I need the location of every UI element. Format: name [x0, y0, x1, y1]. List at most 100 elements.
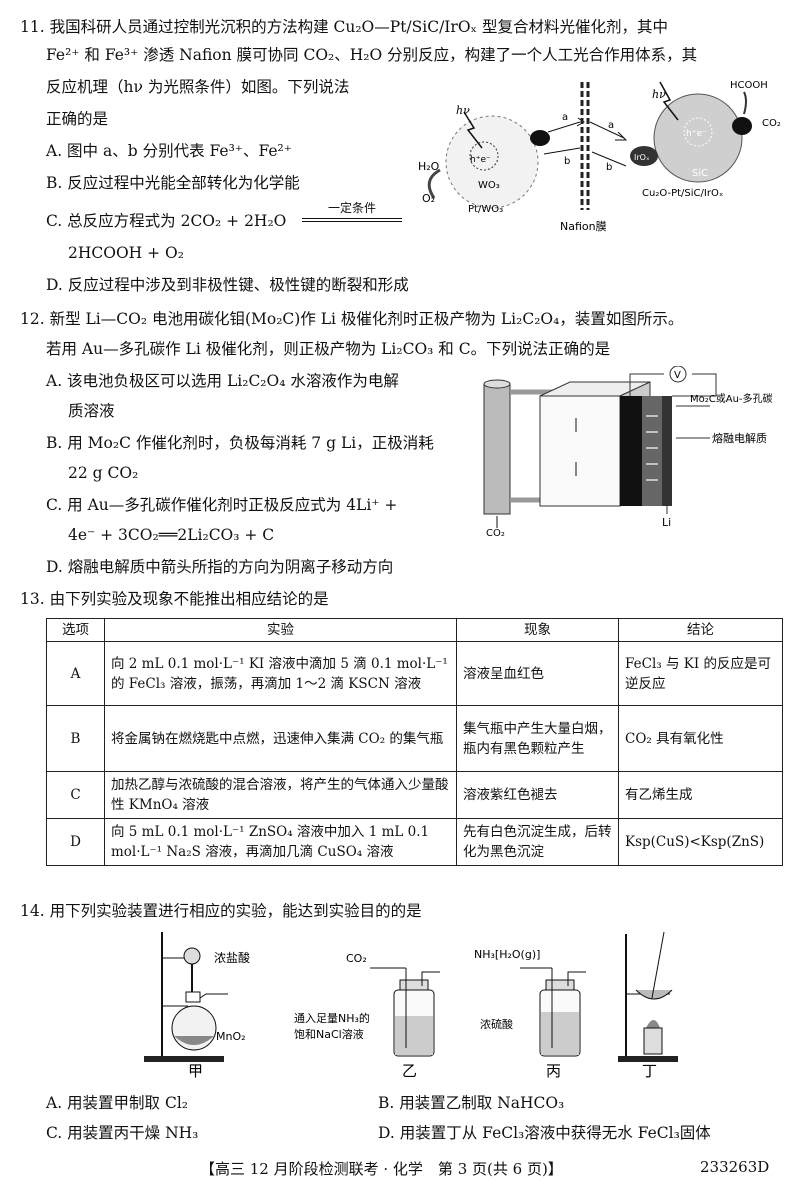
iro-particle [630, 146, 658, 166]
ion-arrows [646, 415, 658, 481]
fig12-v: V [674, 370, 681, 381]
li-layer [662, 396, 672, 506]
table-row: D 向 5 mL 0.1 mol·L⁻¹ ZnSO₄ 溶液中加入 1 mL 0.… [46, 818, 783, 866]
row-c-option: C [46, 771, 105, 819]
fig11-b-right: b [606, 162, 612, 173]
fig11-sic: SiC [692, 168, 708, 179]
apparatus-ding [618, 931, 678, 1062]
fig14-yi: 乙 [402, 1062, 417, 1078]
sic-particle [653, 93, 743, 183]
fig14-bing: 丙 [546, 1062, 561, 1078]
row-d-conclusion: Ksp(CuS)<Ksp(ZnS) [618, 818, 783, 866]
fig11-iro: IrOₓ [634, 153, 650, 162]
fig11-nafion: Nafion膜 [560, 220, 607, 233]
q14-option-a: A. 用装置甲制取 Cl₂ [46, 1094, 189, 1112]
page-footer: 【高三 12 月阶段检测联考 · 化学 第 3 页(共 6 页)】 [200, 1160, 563, 1178]
q13-stem: 13. 由下列实验及现象不能推出相应结论的是 [20, 590, 329, 608]
fig11-catalyst: Cu₂O-Pt/SiC/IrOₓ [642, 188, 723, 199]
fig11-a-left: a [562, 112, 568, 123]
q12-option-d: D. 熔融电解质中箭头所指的方向为阴离子移动方向 [46, 558, 394, 576]
row-b-option: B [46, 705, 105, 772]
wo3-charge-center [469, 141, 499, 171]
fig11-he-right: h⁺e⁻ [686, 129, 707, 139]
row-a-phenomenon: 溶液呈血红色 [456, 641, 619, 706]
q12-stem-line1: 12. 新型 Li—CO₂ 电池用碳化钼(Mo₂C)作 Li 极催化剂时正极产物… [20, 310, 684, 328]
q11-option-c-line2: 2HCOOH + O₂ [68, 244, 184, 262]
row-c-conclusion: 有乙烯生成 [618, 771, 783, 819]
apparatus-yi [370, 967, 440, 1057]
fig14-jia: 甲 [188, 1062, 203, 1078]
row-a-option: A [46, 641, 105, 706]
row-d-option: D [46, 818, 105, 866]
cu2o-particle [732, 117, 752, 135]
h2o-arrow [427, 168, 441, 199]
apparatus-bing [520, 967, 586, 1057]
q12-stem-line2: 若用 Au—多孔碳作 Li 极催化剂，则正极产物为 Li₂CO₃ 和 C。下列说… [46, 340, 611, 358]
fig12-electrolyte: 熔融电解质 [712, 431, 767, 445]
fig14-hcl: 浓盐酸 [214, 950, 250, 965]
q12-option-b-line2: 22 g CO₂ [68, 464, 139, 482]
fig11-hv-right: hν [652, 88, 666, 101]
arrow-b-right [591, 151, 627, 167]
lightning-right-icon [659, 81, 679, 121]
table-row: A 向 2 mL 0.1 mol·L⁻¹ KI 溶液中滴加 5 滴 0.1 mo… [46, 641, 783, 706]
fig11-hv-left: hν [456, 104, 470, 117]
row-c-phenomenon: 溶液紫红色褪去 [456, 771, 619, 819]
arrow-a-right-head [615, 131, 628, 141]
voltmeter-icon [669, 366, 687, 383]
header-experiment: 实验 [104, 618, 457, 642]
apparatus-jia [144, 932, 228, 1062]
fig11-o2: O₂ [422, 192, 435, 205]
fig11-h2o: H₂O [418, 160, 440, 173]
row-d-experiment: 向 5 mL 0.1 mol·L⁻¹ ZnSO₄ 溶液中加入 1 mL 0.1 … [104, 818, 457, 866]
catalyst-layer [620, 396, 642, 506]
fig11-pt-wo3: Pt/WO₃ [468, 204, 503, 215]
q12-option-b-line1: B. 用 Mo₂C 作催化剂时，负极每消耗 7 g Li，正极消耗 [46, 434, 434, 452]
arrow-a-left-head [576, 117, 585, 127]
fig14-co2: CO₂ [346, 952, 367, 965]
cell-front-face [539, 395, 621, 507]
q12-option-c-line2: 4e⁻ + 3CO₂══2Li₂CO₃ + C [68, 526, 275, 544]
wire-left [629, 373, 664, 396]
fig11-co2: CO₂ [762, 118, 781, 129]
q11-option-a: A. 图中 a、b 分别代表 Fe³⁺、Fe²⁺ [46, 142, 292, 160]
q12-option-c-line1: C. 用 Au—多孔碳作催化剂时正极反应式为 4Li⁺ + [46, 496, 398, 514]
q11-stem-line1: 11. 我国科研人员通过控制光沉积的方法构建 Cu₂O—Pt/SiC/IrOₓ … [20, 18, 669, 36]
fig11-b-left: b [564, 156, 570, 167]
arrow-b-left [543, 147, 581, 155]
q11-mechanism-figure: hν H₂O O₂ WO₃ h⁺e⁻ Pt/WO₃ a b a b Nafion… [418, 80, 781, 233]
header-phenomenon: 现象 [456, 618, 619, 642]
fig14-mno2: MnO₂ [216, 1030, 246, 1043]
fig12-catalyst: Mo₂C或Au-多孔碳 [690, 392, 773, 405]
fig11-wo3: WO₃ [478, 180, 500, 191]
arrow-a-right [589, 121, 625, 139]
fig14-nh3-gas: NH₃[H₂O(g)] [474, 948, 540, 961]
q14-option-c: C. 用装置丙干燥 NH₃ [46, 1124, 199, 1142]
q11-option-b: B. 反应过程中光能全部转化为化学能 [46, 174, 300, 192]
row-b-phenomenon: 集气瓶中产生大量白烟，瓶内有黑色颗粒产生 [456, 705, 619, 772]
sic-charge-center [683, 117, 713, 147]
q14-stem: 14. 用下列实验装置进行相应的实验，能达到实验目的的是 [20, 902, 422, 920]
header-option: 选项 [46, 618, 105, 642]
fig14-h2so4: 浓硫酸 [480, 1017, 513, 1031]
table-row: C 加热乙醇与浓硫酸的混合溶液，将产生的气体通入少量酸性 KMnO₄ 溶液 溶液… [46, 771, 783, 819]
row-d-phenomenon: 先有白色沉淀生成，后转化为黑色沉淀 [456, 818, 619, 866]
wire-right [672, 373, 717, 397]
co2-cylinder [483, 383, 511, 515]
fig11-hcooh: HCOOH [730, 80, 768, 91]
electrolyte-layer [642, 396, 662, 506]
q11-stem-line3: 反应机理（hν 为光照条件）如图。下列说法 [46, 78, 350, 96]
q14-apparatus-figure: 浓盐酸 MnO₂ 甲 CO₂ 通入足量NH₃的 饱和NaCl溶液 乙 NH₃[H… [144, 931, 678, 1078]
table-header-row: 选项 实验 现象 结论 [46, 618, 783, 642]
fig14-nh3-note2: 饱和NaCl溶液 [294, 1027, 364, 1041]
hcooh-arrow [743, 91, 747, 115]
co2-cylinder-top [483, 379, 511, 389]
q11-stem-line2: Fe²⁺ 和 Fe³⁺ 渗透 Nafion 膜可协同 CO₂、H₂O 分别反应，… [46, 46, 698, 64]
row-c-experiment: 加热乙醇与浓硫酸的混合溶液，将产生的气体通入少量酸性 KMnO₄ 溶液 [104, 771, 457, 819]
row-b-experiment: 将金属钠在燃烧匙中点燃，迅速伸入集满 CO₂ 的集气瓶 [104, 705, 457, 772]
lightning-left-icon [463, 111, 483, 149]
q11-condition-label: 一定条件 [327, 201, 376, 215]
fig11-a-right: a [608, 120, 614, 131]
pt-particle-left [530, 130, 550, 146]
row-a-experiment: 向 2 mL 0.1 mol·L⁻¹ KI 溶液中滴加 5 滴 0.1 mol·… [104, 641, 457, 706]
